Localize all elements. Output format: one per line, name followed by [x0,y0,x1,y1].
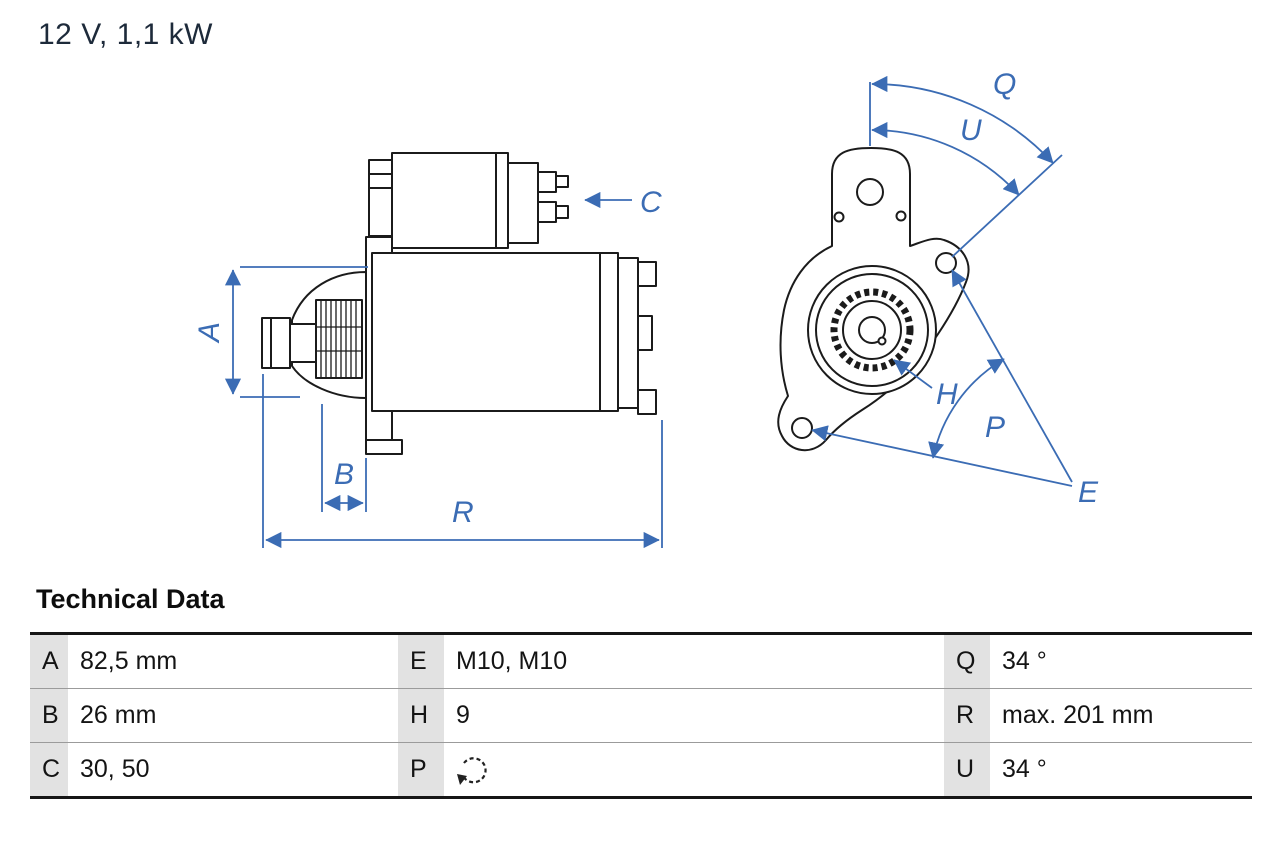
pinion-gear [315,299,363,379]
tech-key: H [398,689,444,742]
mounting-hole-bottom-left [791,417,813,439]
tech-key: Q [944,635,990,688]
table-row: B 26 mm H 9 R max. 201 mm [30,688,1252,742]
dim-label-U: U [960,114,982,147]
tech-value: M10, M10 [456,647,568,675]
rotation-direction-icon [457,756,487,785]
technical-data-heading: Technical Data [36,584,225,614]
tech-key: P [398,743,444,796]
mounting-hole-top-right [935,252,957,274]
technical-data-table: A 82,5 mm E M10, M10 Q 34 ° B 26 mm H 9 … [30,632,1252,799]
dim-label-Q: Q [993,68,1016,101]
tech-key: E [398,635,444,688]
motor-body [371,252,619,412]
shaft-collar [289,323,317,363]
tab-hole [856,178,884,206]
dim-arc-Q [871,75,1054,164]
tech-value: 82,5 mm [80,647,178,675]
table-row: C 30, 50 P U 34 ° [30,742,1252,796]
tech-key: A [30,635,68,688]
dim-leader-E-bottom [811,425,1073,487]
terminal-stud-50 [537,201,557,223]
end-cap [617,257,639,409]
dim-label-B: B [334,458,354,491]
dim-label-E: E [1078,476,1099,509]
tech-value: 34 ° [1002,755,1047,783]
tech-key: U [944,743,990,796]
terminal-stud-30 [537,171,557,193]
dim-label-A: A [193,322,226,344]
dim-arc-P [928,358,1005,459]
tech-value-rotation [444,743,944,796]
dim-label-R: R [452,496,474,529]
dim-label-C: C [640,186,662,219]
drive-nose [261,317,291,369]
dimension-labels: A B R C Q U H P E [193,68,1099,529]
tech-key: R [944,689,990,742]
dimension-lines [224,75,1073,549]
page-title: 12 V, 1,1 kW [38,18,213,51]
tech-value: 34 ° [1002,647,1047,675]
dim-arc-U [871,121,1020,196]
solenoid [391,152,509,249]
terminal-block [507,162,539,244]
dim-label-H: H [936,378,958,411]
side-view-starter-motor [261,152,657,455]
tech-key: B [30,689,68,742]
dim-leader-E-top [951,269,1073,483]
tech-key: C [30,743,68,796]
dim-leader-H [893,359,933,389]
table-row: A 82,5 mm E M10, M10 Q 34 ° [30,635,1252,688]
pinion-teeth-ring [830,288,914,372]
shaft-hole [858,316,886,344]
tech-value: 30, 50 [80,755,150,783]
tech-value: 26 mm [80,701,157,729]
technical-drawing: A B R C Q U H P E [193,68,1099,549]
dim-label-P: P [985,411,1005,444]
tech-value: 9 [456,701,470,729]
tech-value: max. 201 mm [1002,701,1154,729]
